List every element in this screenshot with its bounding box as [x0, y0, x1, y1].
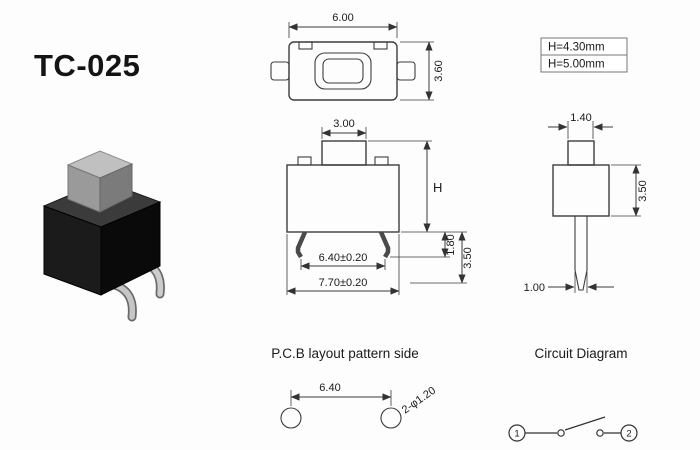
side-view: 1.40 3.50 1.00 — [524, 112, 649, 294]
front-view-lead-spacing-dimension: 6.40±0.20 — [300, 252, 386, 270]
front-view-base-label: 1.80 — [445, 234, 457, 255]
side-view-body-height-dimension: 3.50 — [611, 164, 649, 217]
top-view-height-dimension: 3.60 — [400, 41, 445, 101]
top-view-notch-left — [298, 41, 313, 50]
front-view-lead-spacing-label: 6.40±0.20 — [319, 252, 368, 264]
side-view-pin-width-label: 1.00 — [524, 282, 545, 294]
side-view-button — [567, 140, 595, 166]
front-view-body — [286, 164, 400, 233]
side-view-body — [552, 164, 610, 217]
front-view-body-width-label: 7.70±0.20 — [319, 277, 368, 289]
front-view-lead-dimension: 3.50 — [410, 231, 474, 284]
height-options-table: H=4.30mm H=5.00mm — [540, 37, 628, 73]
front-view-button-width-dimension: 3.00 — [321, 118, 367, 139]
front-view-base-dimension: 1.80 — [390, 231, 457, 258]
pcb-layout: P.C.B layout pattern side 6.40 2-φ1.20 — [271, 346, 438, 429]
side-view-pin — [574, 215, 588, 291]
front-view-ear-left — [297, 156, 312, 166]
side-view-pin-width-dimension: 1.00 — [524, 272, 614, 294]
front-view-height-label: H — [433, 180, 442, 195]
pcb-pitch-label: 6.40 — [319, 382, 340, 394]
circuit-diagram: Circuit Diagram 1 2 — [508, 346, 638, 442]
height-option-row2: H=5.00mm — [548, 59, 605, 71]
front-view-right-leg — [378, 231, 391, 259]
circuit-terminal-1-label: 1 — [514, 429, 519, 440]
top-view-left-pin — [270, 61, 290, 81]
pcb-hole-left — [280, 407, 302, 429]
top-view-notch-right — [373, 41, 388, 50]
circuit-switch-lever — [564, 416, 606, 431]
pcb-layout-title: P.C.B layout pattern side — [271, 346, 419, 361]
front-view-button-width-label: 3.00 — [333, 118, 354, 130]
top-view-body — [288, 41, 398, 101]
circuit-contact-right — [596, 429, 604, 437]
circuit-terminal-2-label: 2 — [626, 429, 631, 440]
top-view-width-dimension: 6.00 — [288, 12, 398, 38]
top-view-button-inner — [322, 58, 364, 84]
pcb-hole-right — [380, 407, 402, 429]
height-option-row1: H=4.30mm — [548, 42, 605, 54]
front-view-height-dimension: H — [368, 140, 467, 233]
top-view-button-outline — [314, 52, 372, 90]
front-view-ear-right — [374, 156, 389, 166]
pcb-hole-diameter-label: 2-φ1.20 — [400, 385, 438, 417]
front-view: 3.00 H 1.80 3.50 6 — [286, 118, 474, 295]
front-view-lead-label: 3.50 — [462, 247, 474, 268]
top-view: 6.00 3.60 — [270, 12, 445, 101]
side-view-body-height-label: 3.50 — [637, 180, 649, 201]
circuit-contact-left — [557, 429, 565, 437]
top-view-right-pin — [396, 61, 416, 81]
side-view-button-width-dimension: 1.40 — [548, 112, 613, 139]
circuit-diagram-title: Circuit Diagram — [534, 346, 627, 361]
pcb-pitch-dimension: 6.40 — [290, 382, 392, 406]
part-number-title: TC-025 — [34, 48, 141, 83]
front-view-button — [321, 140, 367, 166]
front-view-left-leg — [295, 231, 308, 259]
side-view-button-width-label: 1.40 — [570, 112, 591, 124]
product-photo-3d — [42, 150, 165, 322]
front-view-body-width-dimension: 7.70±0.20 — [286, 234, 400, 295]
switch-body — [42, 180, 162, 296]
switch-button — [66, 150, 134, 213]
top-view-height-dim-label: 3.60 — [433, 60, 445, 81]
top-view-width-dim-label: 6.00 — [332, 12, 353, 24]
